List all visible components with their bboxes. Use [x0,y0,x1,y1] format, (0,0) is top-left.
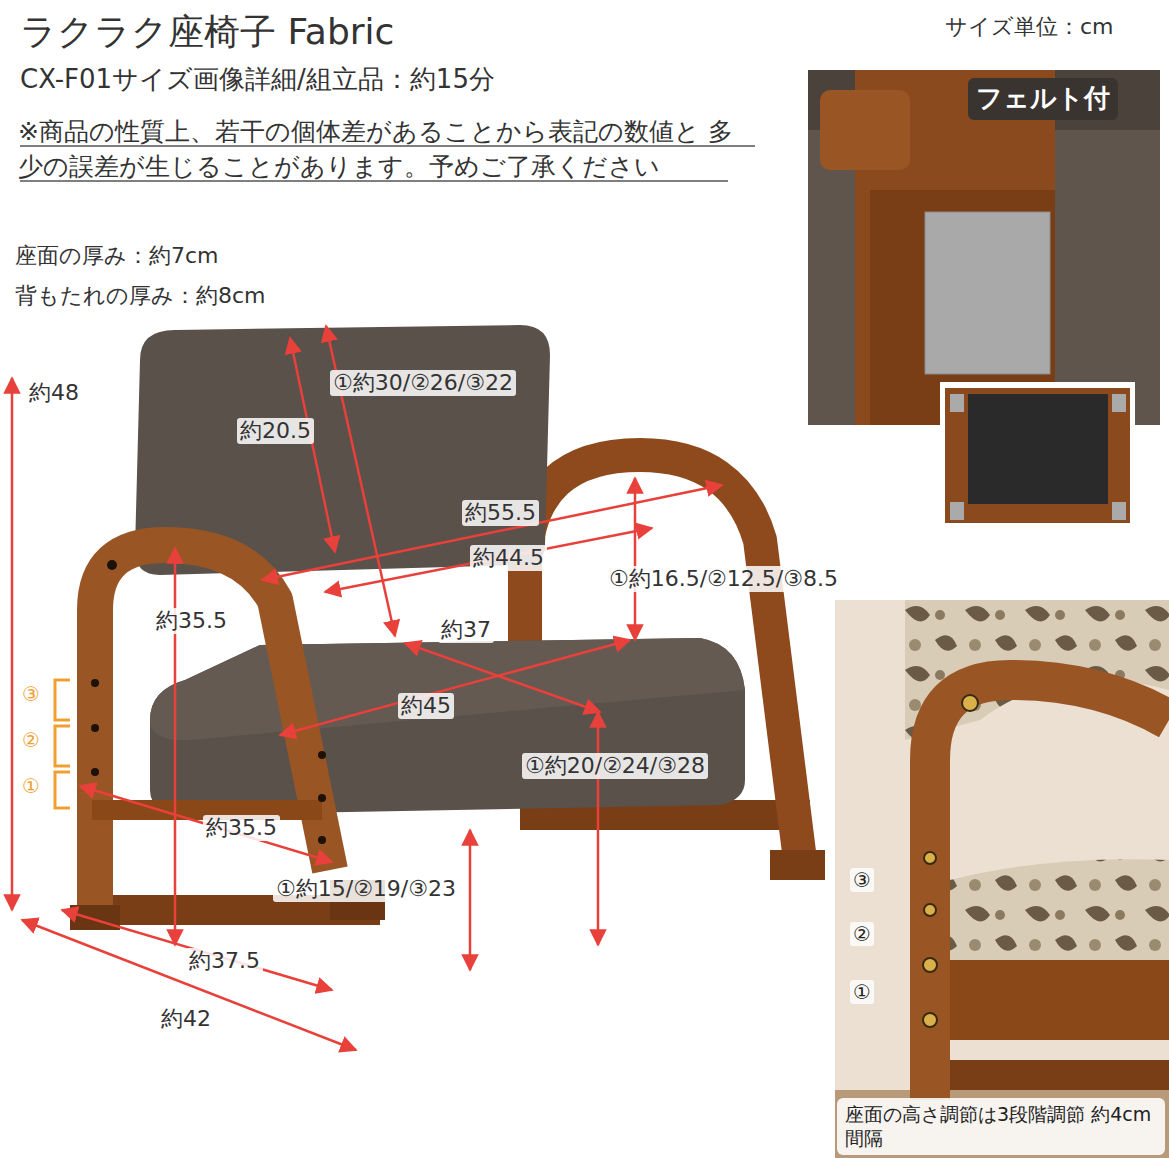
level-number: ② [22,728,40,752]
level-number: ① [22,774,40,798]
seat [150,638,745,815]
dimension: ①約30/②26/③22 [330,370,516,396]
level-number: ③ [22,682,40,706]
dimension: 約45 [398,693,454,719]
dimension: 約35.5 [203,815,280,841]
title: ラクラク座椅子 Fabric [20,10,394,53]
dimension: 約55.5 [462,500,539,526]
dimension: ①約20/②24/③28 [522,753,708,779]
disclaimer: ※商品の性質上、若干の個体差があることから表記の数値と 多少の誤差が生じることが… [18,114,753,184]
thickness-note: 背もたれの厚み：約8cm [15,283,266,309]
dimension-arrows [12,326,722,1050]
level-number: ① [850,980,874,1004]
dimension: 約37 [438,617,494,643]
level-number: ② [850,922,874,946]
dimension: 約20.5 [237,418,314,444]
level-number: ③ [850,868,874,892]
node-text: フェルト付 [976,82,1110,116]
caption-box: 座面の高さ調節は3段階調節 約4cm間隔 [837,1098,1165,1155]
subtitle: CX-F01サイズ画像詳細/組立品：約15分 [20,64,495,95]
adjust-holes [91,560,326,844]
tag-box: フェルト付 [968,78,1118,120]
dimension: 約35.5 [153,608,230,634]
seat-top [150,638,745,740]
level-brackets [55,680,915,1022]
height-adjust-photo [835,600,1169,1158]
dimension: 約37.5 [186,948,263,974]
thickness-note: 座面の厚み：約7cm [15,243,219,269]
dimension: 約44.5 [470,545,547,571]
dimension: ①約15/②19/③23 [273,876,459,902]
dimension: ①約16.5/②12.5/③8.5 [606,566,841,592]
dimension: 約48 [26,380,82,406]
node-text: 座面の高さ調節は3段階調節 約4cm間隔 [845,1102,1157,1151]
foot [770,850,825,880]
unit-note: サイズ単位：cm [945,14,1114,40]
felt-photo [808,70,1160,527]
dimension: 約42 [158,1006,214,1032]
